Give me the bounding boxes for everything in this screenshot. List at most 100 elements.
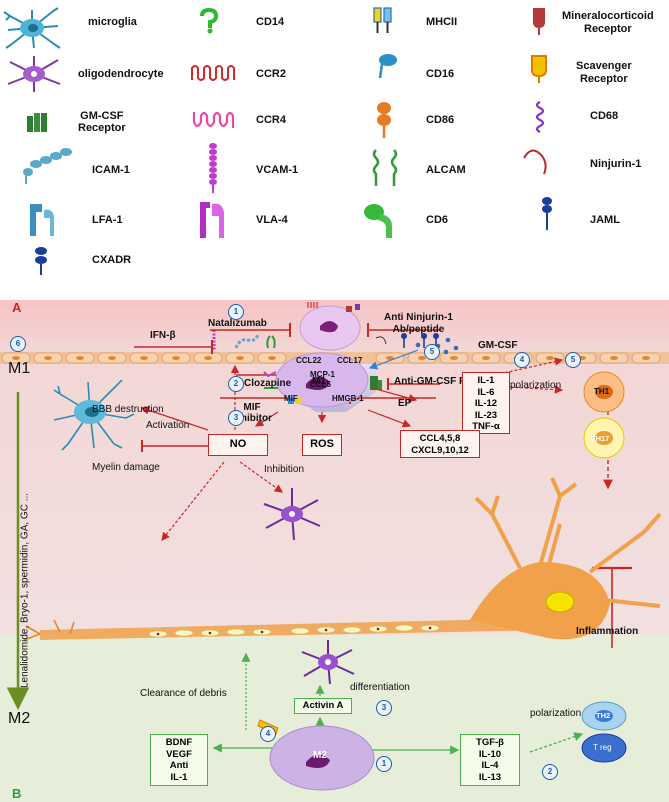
th17-cell: [583, 417, 625, 459]
th1-cell: [583, 371, 625, 413]
alcam-icon: [372, 149, 398, 186]
vla4-icon: [200, 202, 224, 238]
step-6-badge: 6: [10, 336, 26, 352]
legend-label-cd86: CD86: [426, 114, 455, 126]
differentiation-label: differentiation: [350, 682, 410, 693]
gmcsf-label: GM-CSF: [478, 340, 518, 351]
gmcsf-receptor-icon: [27, 113, 47, 132]
step-5-badge: 5: [424, 344, 440, 360]
legend-label-microglia: microglia: [88, 16, 137, 28]
step-4-badge: 4: [514, 352, 530, 368]
mif-label: MIF: [284, 394, 298, 403]
pathway-diagram: [0, 302, 669, 791]
ccl22-label: CCL22: [296, 356, 322, 365]
th17-label: TH17: [591, 434, 610, 443]
m2-axis-label: M2: [8, 710, 31, 727]
legend-label-cd14: CD14: [256, 16, 285, 28]
b-step-3-badge: 3: [376, 700, 392, 716]
legend-label-oligodendrocyte: oligodendrocyte: [78, 68, 164, 80]
cd6-icon: [364, 204, 392, 238]
ccl17-label: CCL17: [337, 356, 363, 365]
panel-a-letter: A: [12, 300, 22, 315]
treg-cell: [581, 733, 627, 763]
legend-label-ccr4: CCR4: [256, 114, 286, 126]
icam1-icon: [23, 148, 72, 184]
step-1-badge: 1: [228, 304, 244, 320]
cd16-icon: [378, 54, 397, 79]
m2-cell-label: M2: [313, 750, 327, 761]
proinflammatory-cytokines-box: IL-1 IL-6 IL-12 IL-23 TNF-α: [462, 372, 510, 434]
myelin-damage-label: Myelin damage: [92, 462, 160, 473]
m1-axis-label: M1: [8, 360, 31, 377]
cd68-icon: [535, 101, 545, 133]
neuron: [470, 562, 610, 640]
polarization-a-label: polarization: [510, 380, 562, 391]
jaml-icon: [542, 197, 552, 230]
cd14-icon: [200, 8, 218, 34]
anti-gmcsf-label: Anti-GM-CSF Rα: [394, 376, 473, 387]
legend-label-mhcii: MHCII: [426, 16, 458, 28]
legend-label-cd68: CD68: [590, 110, 619, 122]
ifn-beta-label: IFN-β: [150, 330, 176, 341]
ccr2-icon: [191, 65, 235, 81]
ccl5-label: CCL5: [310, 380, 331, 389]
ep-label: EP: [398, 398, 412, 409]
clearance-label: Clearance of debris: [140, 688, 227, 699]
ros-box: ROS: [302, 434, 342, 456]
ccr4-icon: [192, 111, 235, 128]
mineralocorticoid-receptor-icon: [533, 8, 545, 35]
step-5b-badge: 5: [565, 352, 581, 368]
ninjurin1-icon: [523, 149, 547, 175]
scavenger-receptor-icon: [531, 55, 547, 83]
axis-drugs-label: Lenalidomide, Bryo-1, spermidin, GA, GC …: [19, 492, 31, 689]
adhesion-molecules: [212, 330, 439, 350]
natalizumab-label: Natalizumab: [208, 318, 267, 329]
legend-label-cxadr: CXADR: [92, 254, 132, 266]
b-step-1-badge: 1: [376, 756, 392, 772]
inflammation-label: Inflammation: [576, 626, 639, 637]
cd86-icon: [377, 102, 391, 138]
activin-a-box: Activin A: [294, 698, 352, 714]
polarization-b-label: polarization: [530, 708, 582, 719]
mif-inhibitor-label: MIF inhibitor: [232, 402, 272, 424]
lfa1-icon: [30, 204, 54, 236]
chemokines-box: CCL4,5,8 CXCL9,10,12: [400, 430, 480, 458]
vcam1-icon: [209, 143, 217, 193]
legend-label-cd16: CD16: [426, 68, 455, 80]
panel-b-letter: B: [12, 786, 22, 801]
legend-label-ccr2: CCR2: [256, 68, 286, 80]
step-2-badge: 2: [228, 376, 244, 392]
th2-cell: [581, 701, 627, 731]
inhibition-label: Inhibition: [264, 464, 305, 475]
mhcii-icon: [373, 7, 392, 33]
th1-label: TH1: [594, 387, 610, 396]
legend-label-cd6: CD6: [426, 214, 449, 226]
step-3-badge: 3: [228, 410, 244, 426]
oligodendrocyte-icon: [7, 56, 61, 92]
no-box: NO: [208, 434, 268, 456]
treg-label: T reg: [593, 743, 612, 752]
anti-inflammatory-cytokines-box: TGF-β IL-10 IL-4 IL-13: [460, 734, 520, 786]
b-step-2-badge: 2: [542, 764, 558, 780]
legend-label-lfa1: LFA-1: [92, 214, 123, 226]
clozapine-label: Clozapine: [244, 378, 292, 389]
activation-label: Activation: [146, 420, 190, 431]
growth-factors-box: BDNF VEGF Anti IL-1: [150, 734, 208, 786]
legend-label-jaml: JAML: [590, 214, 620, 226]
legend-label-gmcsf-receptor: GM-CSF Receptor: [78, 110, 126, 134]
hmgb1-label: HMGB-1: [332, 394, 364, 403]
damaged-oligodendrocyte: [263, 488, 321, 541]
legend-label-vcam1: VCAM-1: [256, 164, 299, 176]
legend-label-mineralocorticoid-receptor: Mineralocorticoid Receptor: [562, 10, 654, 35]
legend-label-vla4: VLA-4: [256, 214, 288, 226]
legend-label-scavenger-receptor: Scavenger Receptor: [576, 60, 632, 85]
cxadr-icon: [35, 247, 47, 275]
anti-ninjurin-label: Anti Ninjurin-1 Ab/peptide: [384, 312, 453, 335]
legend-label-icam1: ICAM-1: [92, 164, 130, 176]
bbb-destruction-label: BBB destruction: [92, 404, 164, 415]
m1-cell-label: M1: [312, 376, 326, 387]
mcp1-label: MCP-1: [310, 370, 335, 379]
b-step-4-badge: 4: [260, 726, 276, 742]
legend-label-ninjurin1: Ninjurin-1: [590, 158, 642, 170]
microglia-icon: [3, 7, 61, 49]
